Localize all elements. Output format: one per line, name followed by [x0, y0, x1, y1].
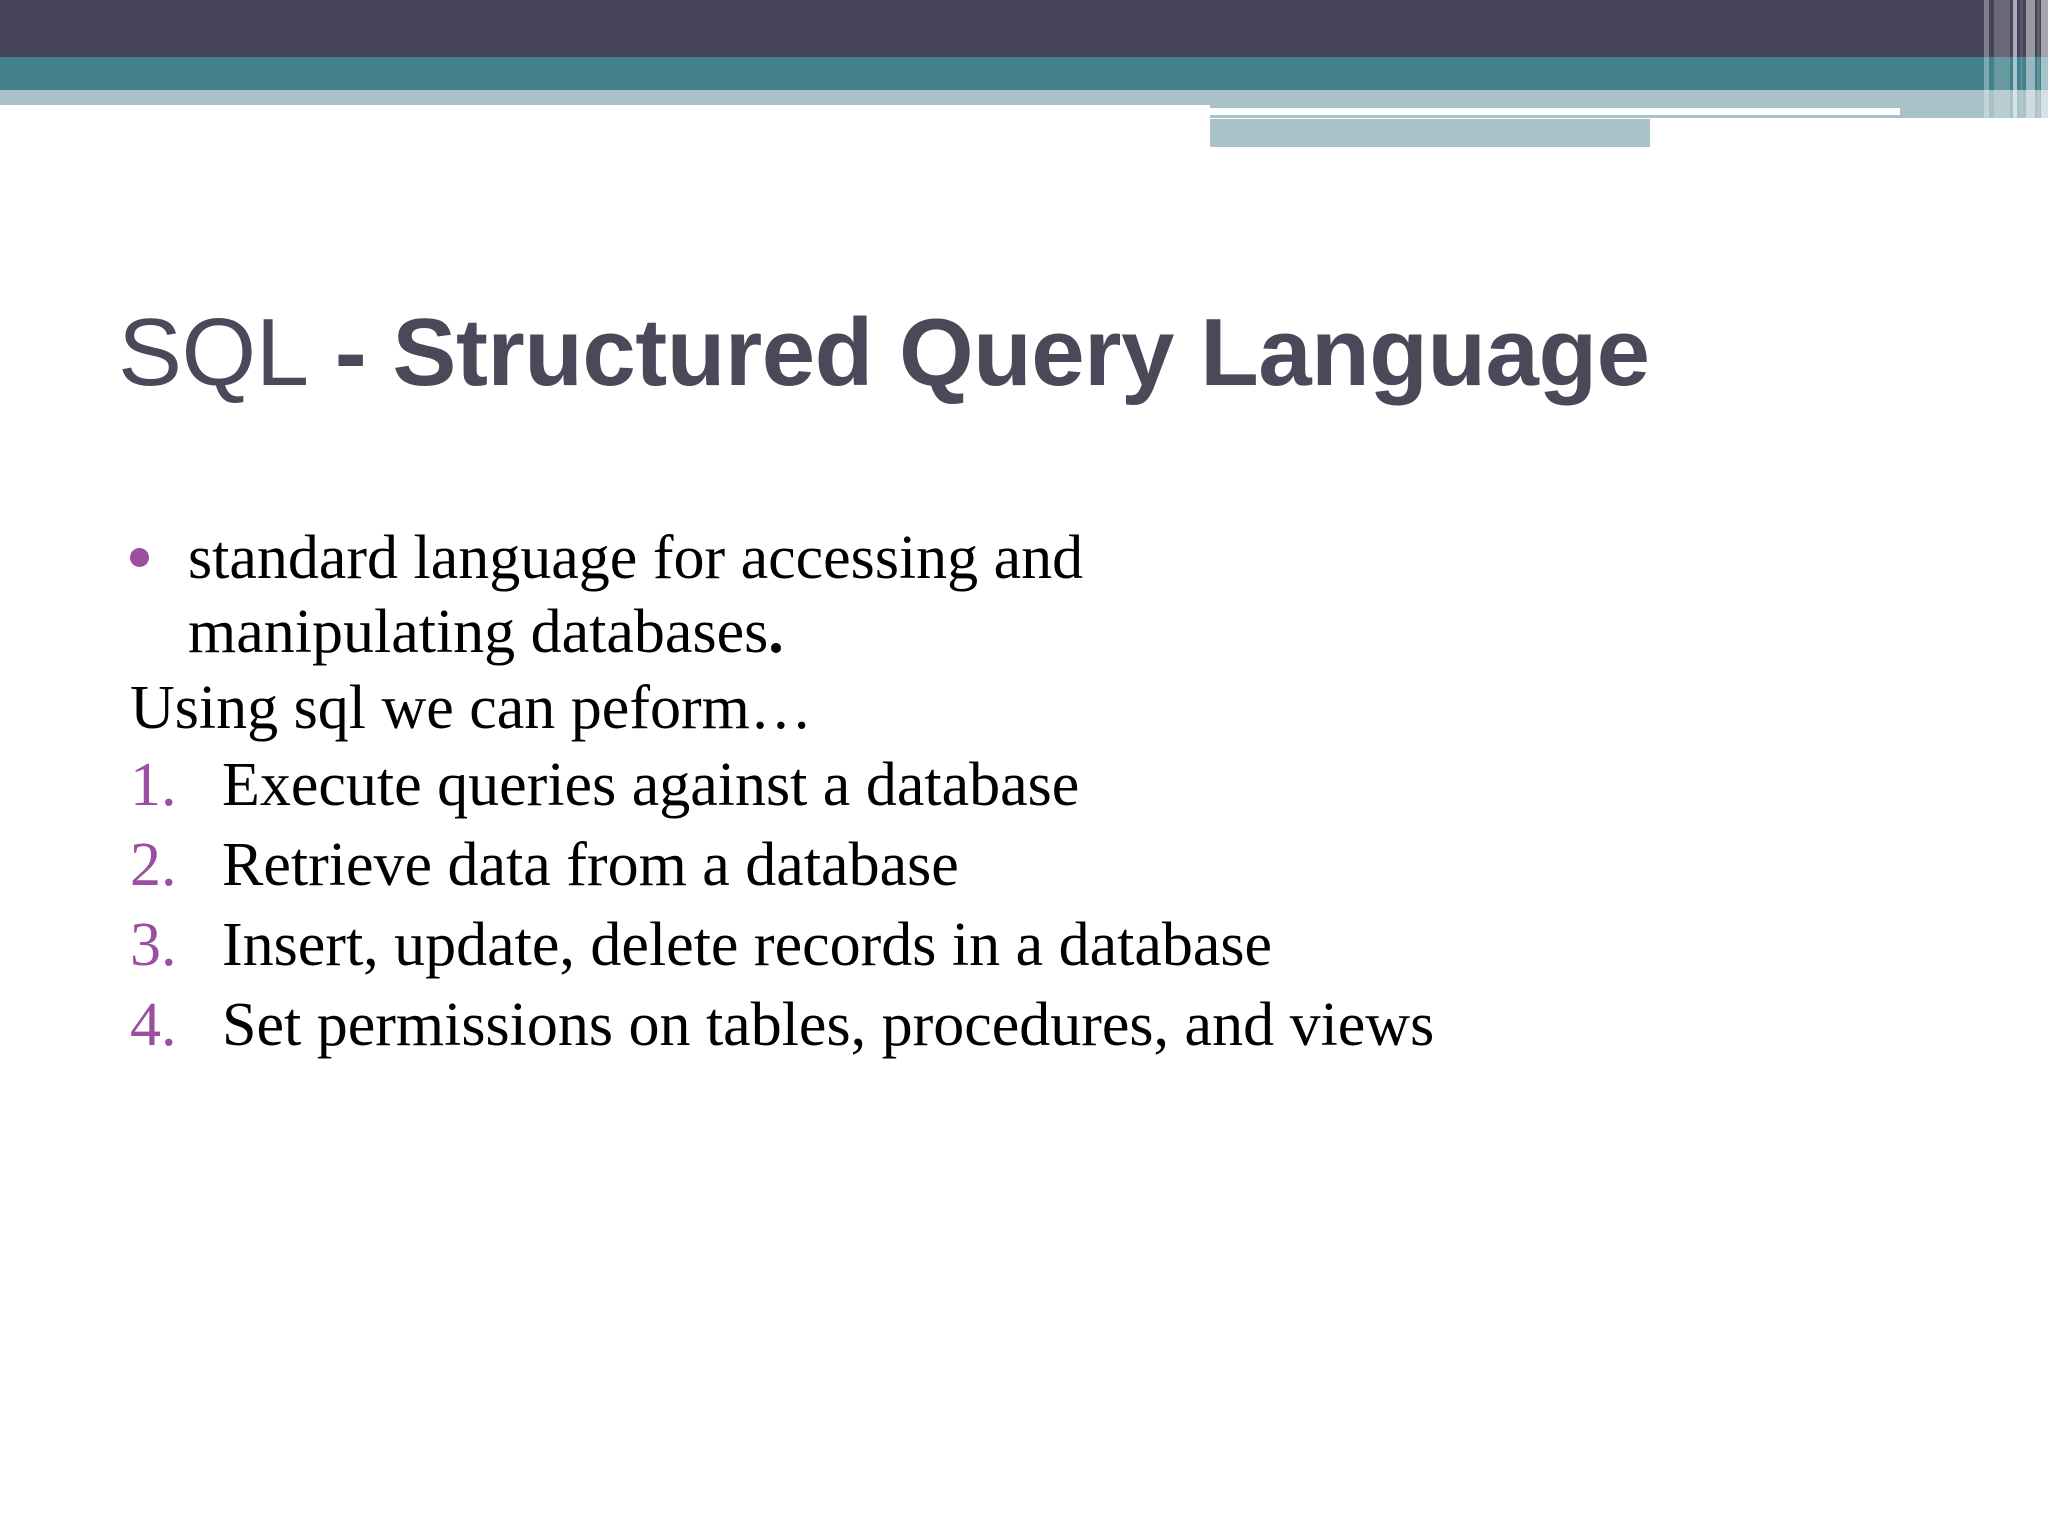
- stripe-5: [2026, 0, 2035, 147]
- header-vertical-stripes: [1980, 0, 2048, 147]
- list-item-text: Insert, update, delete records in a data…: [222, 910, 1273, 979]
- list-item-number: 1.: [130, 751, 177, 820]
- header-band-white-sliver: [1210, 108, 1900, 115]
- lead-in-line: Using sql we can peform…: [130, 673, 812, 742]
- list-item-number: 4.: [130, 990, 177, 1059]
- header-band-light-left: [0, 90, 1210, 105]
- bullet-item-period: .: [768, 597, 784, 666]
- stripe-2: [1994, 0, 2010, 147]
- header-band-light-bottom: [1210, 119, 1650, 147]
- list-item-text: Set permissions on tables, procedures, a…: [222, 990, 1435, 1059]
- title-light-part: SQL: [118, 299, 309, 406]
- list-item: 2. Retrieve data from a database: [130, 829, 1930, 903]
- bullet-item-text: standard language for accessing and mani…: [188, 522, 1368, 670]
- stripe-6: [2037, 0, 2040, 147]
- list-item-text: Retrieve data from a database: [222, 831, 959, 900]
- stripe-4: [2020, 0, 2023, 147]
- list-item-text: Execute queries against a database: [222, 751, 1080, 820]
- slide-body: standard language for accessing and mani…: [130, 522, 1930, 1068]
- numbered-list: 1. Execute queries against a database 2.…: [130, 749, 1930, 1062]
- bullet-item: standard language for accessing and mani…: [130, 522, 1930, 670]
- header-band-dark: [0, 0, 2048, 57]
- list-item: 4. Set permissions on tables, procedures…: [130, 989, 1930, 1063]
- stripe-7: [2041, 0, 2048, 147]
- list-item: 1. Execute queries against a database: [130, 749, 1930, 823]
- list-item-number: 3.: [130, 910, 177, 979]
- list-item-number: 2.: [130, 831, 177, 900]
- header-band-teal: [0, 57, 2048, 90]
- slide-title: SQL - Structured Query Language: [118, 300, 1968, 406]
- stripe-3: [2013, 0, 2017, 147]
- bullet-dot-icon: [130, 522, 188, 567]
- title-bold-part: - Structured Query Language: [308, 299, 1650, 406]
- list-item: 3. Insert, update, delete records in a d…: [130, 909, 1930, 983]
- bullet-item-body: standard language for accessing and mani…: [188, 524, 1084, 666]
- stripe-1: [1984, 0, 1989, 147]
